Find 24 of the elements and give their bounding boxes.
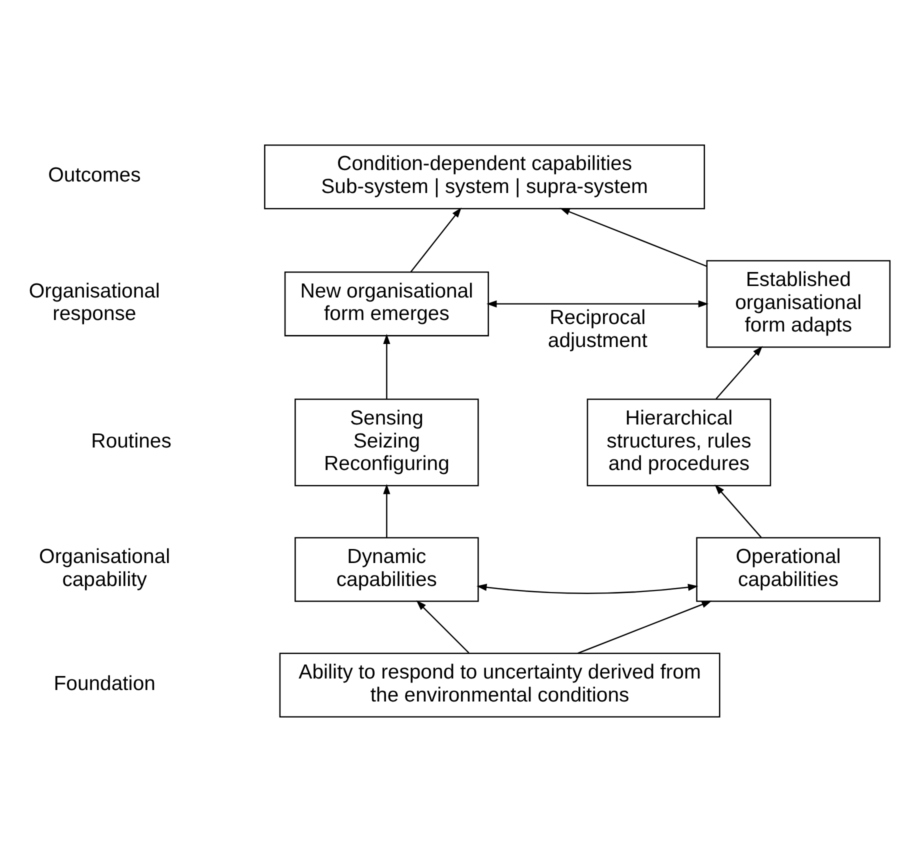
label: Routines [91,430,172,452]
arrow [383,333,390,398]
node-box: Sensing Seizing Reconfiguring [294,398,479,486]
node-box: Established organisational form adapts [706,260,891,348]
node-box: Ability to respond to uncertainty derived from the environmental conditions [279,652,720,718]
node-box: Hierarchical structures, rules and procedures [586,398,772,486]
arrow [383,483,390,537]
arrow [714,484,762,538]
arrow [410,206,462,272]
arrow [578,600,712,654]
node-box: New organisational form emerges [284,271,489,336]
arrow [716,346,763,399]
arrow [416,600,470,653]
node-box: Condition-dependent capabilities Sub-system | system | supra-system [264,144,706,209]
arrow [560,207,708,266]
node-box: Dynamic capabilities [294,536,479,602]
node-box: Operational capabilities [696,536,880,602]
arrow [486,300,709,307]
label: Outcomes [48,164,141,186]
edge-label: Reciprocal adjustment [548,306,648,352]
arrow [476,583,698,594]
label: Organisational capability [39,545,170,590]
label: Organisational response [28,280,160,325]
label: Foundation [54,672,156,694]
